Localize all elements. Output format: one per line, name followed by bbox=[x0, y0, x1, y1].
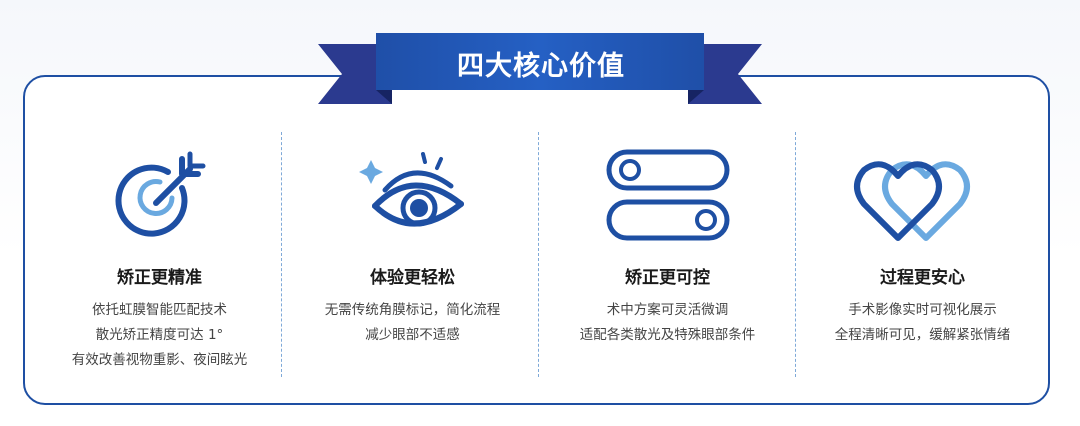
value-desc-line: 散光矫正精度可达 1° bbox=[95, 327, 224, 343]
value-desc-line: 全程清晰可见，缓解紧张情绪 bbox=[834, 327, 1011, 343]
target-arrow-icon bbox=[32, 135, 287, 257]
eye-icon bbox=[285, 135, 540, 257]
value-desc-line: 依托虹膜智能匹配技术 bbox=[92, 302, 227, 318]
divider bbox=[538, 132, 539, 377]
value-desc-line: 术中方案可灵活微调 bbox=[606, 302, 729, 318]
page-title: 四大核心价值 bbox=[457, 50, 625, 82]
value-heading: 矫正更可控 bbox=[625, 268, 710, 288]
value-item-comfort: 体验更轻松 无需传统角膜标记，简化流程 减少眼部不适感 bbox=[285, 135, 540, 348]
value-heading: 矫正更精准 bbox=[117, 268, 202, 288]
value-heading: 体验更轻松 bbox=[370, 268, 455, 288]
value-desc-line: 手术影像实时可视化展示 bbox=[848, 302, 997, 318]
value-item-control: 矫正更可控 术中方案可灵活微调 适配各类散光及特殊眼部条件 bbox=[540, 135, 795, 348]
values-card bbox=[23, 75, 1050, 405]
divider bbox=[281, 132, 282, 377]
value-desc-line: 适配各类散光及特殊眼部条件 bbox=[579, 327, 756, 343]
value-item-precise: 矫正更精准 依托虹膜智能匹配技术 散光矫正精度可达 1° 有效改善视物重影、夜间… bbox=[32, 135, 287, 373]
toggle-icon bbox=[540, 135, 795, 257]
value-heading: 过程更安心 bbox=[880, 268, 965, 288]
value-desc-line: 减少眼部不适感 bbox=[365, 327, 460, 343]
hearts-icon bbox=[795, 135, 1050, 257]
value-item-reassure: 过程更安心 手术影像实时可视化展示 全程清晰可见，缓解紧张情绪 bbox=[795, 135, 1050, 348]
value-desc-line: 无需传统角膜标记，简化流程 bbox=[324, 302, 501, 318]
value-desc-line: 有效改善视物重影、夜间眩光 bbox=[71, 352, 248, 368]
divider bbox=[795, 132, 796, 377]
